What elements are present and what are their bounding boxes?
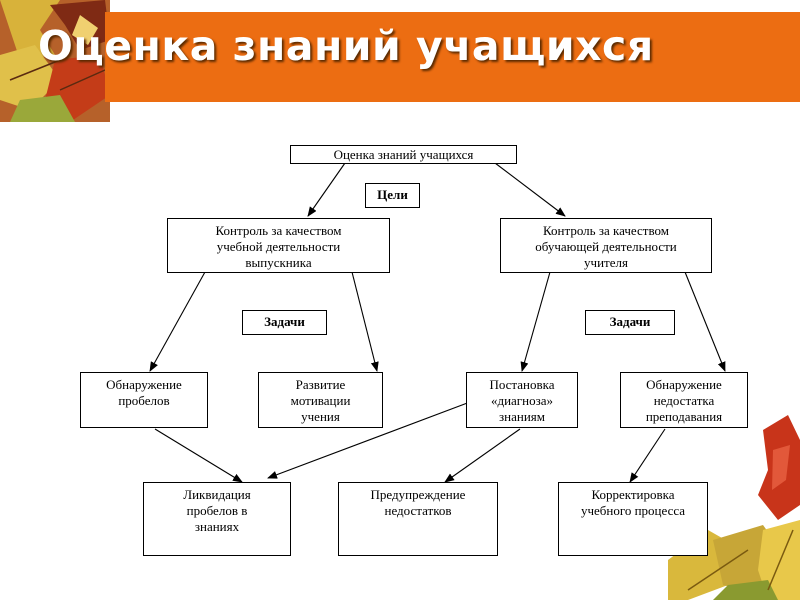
node-diagnosis: Постановка «диагноза» знаниям [466,372,578,428]
arrow-shortfall-to-correction [629,428,666,483]
label-tasks-left: Задачи [242,310,327,335]
node-motivation: Развитие мотивации учения [258,372,383,428]
arrow-graduate-to-motivation [351,271,379,372]
node-gap-elimination: Ликвидация пробелов в знаниях [143,482,291,556]
arrow-diagnosis-to-prevention [444,428,521,483]
node-teaching-shortfall: Обнаружение недостатка преподавания [620,372,748,428]
slide-title: Оценка знаний учащихся [38,22,654,70]
node-correction: Корректировка учебного процесса [558,482,708,556]
node-control-graduate: Контроль за качеством учебной деятельнос… [167,218,390,273]
autumn-leaves-decoration-bottom [668,415,800,600]
node-gap-detection: Обнаружение пробелов [80,372,208,428]
label-tasks-right: Задачи [585,310,675,335]
node-root: Оценка знаний учащихся [290,145,517,164]
node-prevention: Предупреждение недостатков [338,482,498,556]
arrow-teacher-to-shortfall [684,271,726,372]
arrow-diagnosis-to-elimination [267,401,471,479]
arrow-teacher-to-diagnosis [520,271,551,372]
arrow-gaps-to-elimination [154,428,243,483]
node-control-teacher: Контроль за качеством обучающей деятельн… [500,218,712,273]
arrow-root-to-graduate [307,162,346,217]
autumn-leaves-decoration [0,0,110,122]
label-goals: Цели [365,183,420,208]
title-bar [105,12,800,102]
arrow-root-to-teacher [494,162,566,217]
arrow-graduate-to-gaps [149,271,206,372]
